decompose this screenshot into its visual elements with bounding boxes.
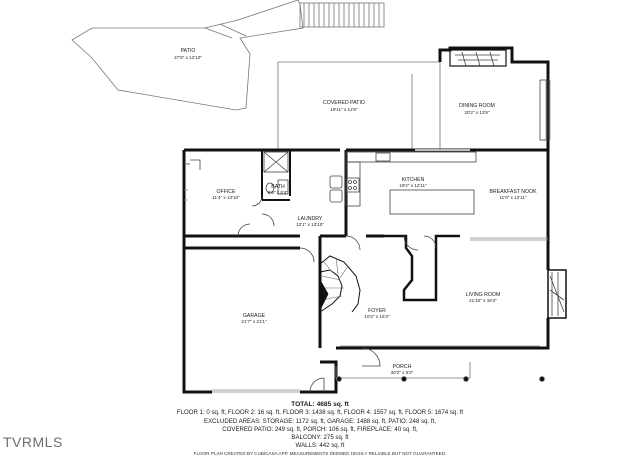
kitchen-dims: 19'2" x 12'11" xyxy=(399,183,427,188)
totals-line: WALLS: 442 sq. ft xyxy=(295,442,345,450)
staircase xyxy=(319,255,361,313)
office-label: OFFICE xyxy=(216,189,236,195)
foyer-label: FOYER xyxy=(368,308,386,314)
office-dims: 11'4" x 13'10" xyxy=(212,195,240,200)
laundry-label: LAUNDRY xyxy=(298,216,323,222)
porch-label: PORCH xyxy=(393,364,412,370)
sink xyxy=(375,152,391,162)
walls xyxy=(182,46,550,394)
room-labels: PATIO 27'8" x 12'10" COVERED PATIO 19'11… xyxy=(174,48,537,375)
bath-dims: 5'6" x 8'4" xyxy=(268,190,288,195)
breakfast-nook-dims: 11'0" x 12'11" xyxy=(499,195,526,200)
totals-line: EXCLUDED AREAS: STORAGE: 1172 sq. ft, GA… xyxy=(204,417,436,425)
garage-door xyxy=(212,389,300,393)
kitchen-peninsula xyxy=(384,234,460,302)
area-totals: TOTAL: 4685 sq. ft FLOOR 1: 0 sq. ft, FL… xyxy=(0,401,640,451)
tvrmls-logo: TVRMLS xyxy=(3,434,63,450)
laundry-dims: 12'1" x 13'10" xyxy=(296,222,324,227)
breakfast-nook-label: BREAKFAST NOOK xyxy=(489,189,537,195)
garage-dims: 21'7" x 21'1" xyxy=(241,319,267,324)
door-swing xyxy=(361,347,381,367)
patio-steps xyxy=(299,2,385,28)
window-seat xyxy=(539,79,549,141)
kitchen-walls xyxy=(346,148,550,238)
fixtures xyxy=(184,49,567,393)
patio-area xyxy=(71,0,385,111)
living-room-label: LIVING ROOM xyxy=(466,292,501,298)
bath-label: BATH xyxy=(271,184,285,190)
living-room-dims: 21'10" x 16'4" xyxy=(469,298,497,303)
windows xyxy=(184,80,551,347)
patio-label: PATIO xyxy=(181,48,196,54)
dining-room-label: DINING ROOM xyxy=(459,103,495,109)
patio-dims: 27'8" x 12'10" xyxy=(174,55,202,60)
totals-line: BALCONY: 275 sq. ft xyxy=(291,434,349,442)
footer-disclaimer: FLOOR PLAN CREATED BY CUBICASA APP. MEAS… xyxy=(193,451,447,456)
dining-room-walls xyxy=(438,46,550,150)
covered-patio-dims: 19'11" x 12'5" xyxy=(330,107,358,112)
porch-dims: 30'2" x 5'3" xyxy=(391,370,414,375)
kitchen-counter xyxy=(345,151,477,163)
dining-room-dims: 20'2" x 12'6" xyxy=(464,110,490,115)
total-area: TOTAL: 4685 sq. ft xyxy=(291,401,349,408)
living-fireplace xyxy=(547,269,567,319)
washer xyxy=(329,175,343,189)
dining-fireplace xyxy=(449,49,507,67)
patio-outline xyxy=(71,0,304,111)
kitchen-label: KITCHEN xyxy=(402,177,425,183)
kitchen-island xyxy=(389,189,475,215)
porch-area xyxy=(335,362,545,382)
foyer-dims: 10'2" x 15'3" xyxy=(364,314,390,319)
covered-patio-label: COVERED PATIO xyxy=(323,100,365,106)
toilet xyxy=(265,182,275,194)
range xyxy=(346,177,360,193)
covered-patio-area xyxy=(277,61,441,150)
garage-label: GARAGE xyxy=(243,313,266,319)
totals-line: FLOOR 1: 0 sq. ft, FLOOR 2: 16 sq. ft, F… xyxy=(176,409,464,417)
dryer xyxy=(329,189,343,203)
totals-line: COVERED PATIO: 249 sq. ft, PORCH: 106 sq… xyxy=(222,425,418,433)
living-room-walls xyxy=(318,234,550,350)
shower xyxy=(263,151,289,173)
